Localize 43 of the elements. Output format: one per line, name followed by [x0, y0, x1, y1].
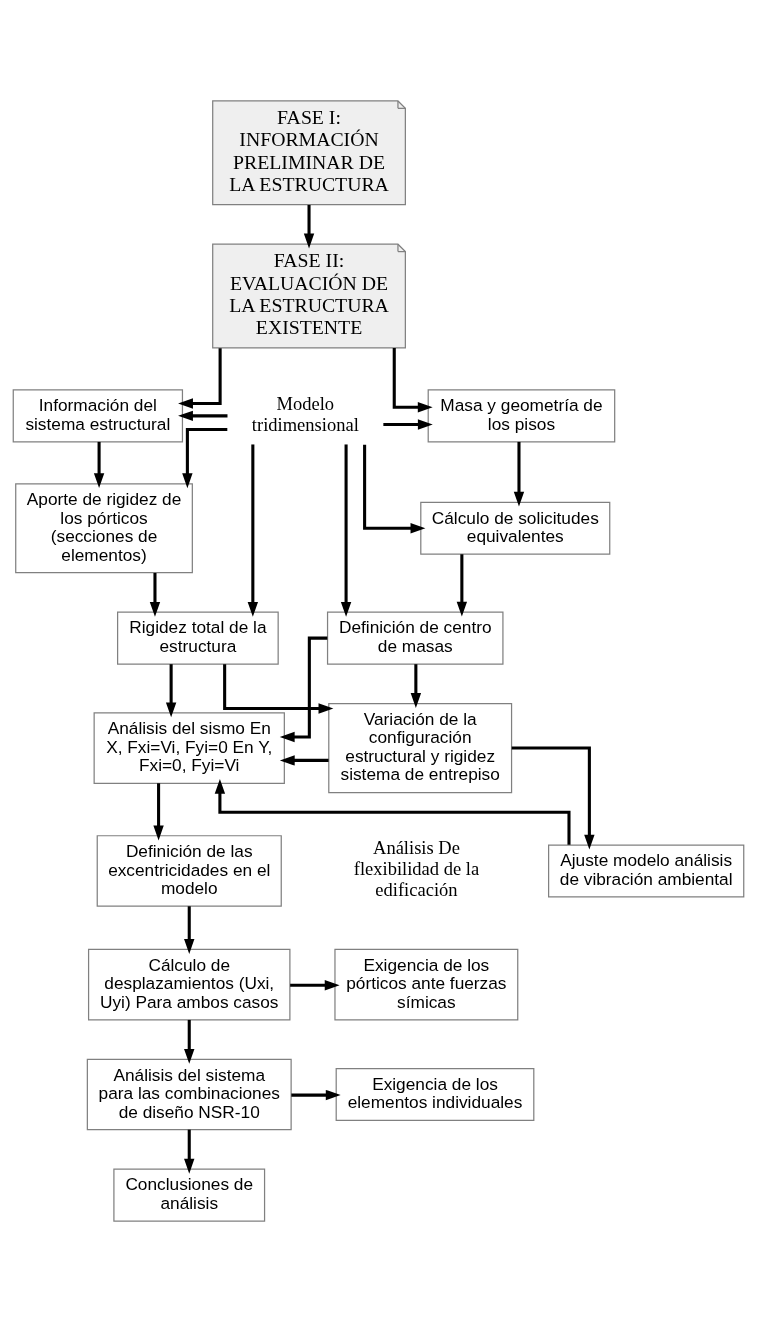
arrow	[223, 664, 334, 714]
arrow	[247, 444, 259, 617]
arrow	[279, 636, 328, 743]
arrow	[279, 755, 329, 766]
arrow	[511, 746, 595, 850]
arrow	[456, 554, 468, 617]
node-box: Definición de centro de masas	[326, 611, 504, 665]
arrow	[153, 783, 164, 841]
node-box: Exigencia de los elementos individuales	[335, 1067, 535, 1122]
node-box: Exigencia de los pórticos ante fuerzas símicas	[334, 948, 519, 1021]
node-text: Modelo tridimensional	[251, 392, 359, 435]
node-box: Variación de la configuración estructural y rigidez sistema de entrepiso	[328, 703, 513, 794]
arrow	[184, 1019, 195, 1064]
arrow	[178, 348, 222, 409]
arrow	[410, 664, 422, 708]
node-box: Información del sistema estructural	[12, 389, 184, 443]
arrow	[290, 979, 340, 991]
node-box: Análisis del sismo En X, Fxi=Vi, Fyi=0 En Y, Fxi=0, Fyi=Vi	[93, 712, 285, 784]
arrow	[182, 427, 228, 489]
node-box: Análisis del sistema para las combinaciones de diseño NSR-10	[86, 1058, 292, 1131]
arrow	[184, 1129, 195, 1174]
arrow	[178, 410, 228, 422]
node-box: Aporte de rigidez de los pórticos (secciones de elementos)	[15, 483, 193, 574]
arrow	[291, 1089, 341, 1101]
arrow	[513, 441, 525, 507]
arrow	[93, 441, 105, 489]
arrow	[340, 444, 352, 617]
arrow	[383, 419, 433, 430]
arrow	[149, 572, 161, 617]
node-box: Rigidez total de la estructura	[117, 611, 279, 665]
arrow	[214, 778, 571, 845]
arrow	[165, 664, 177, 718]
node-box: Cálculo de desplazamientos (Uxi, Uyi) Para ambos casos	[87, 948, 291, 1021]
node-box: Cálculo de solicitudes equivalentes	[420, 501, 611, 555]
arrow	[184, 906, 195, 954]
node-box: Masa y geometría de los pisos	[427, 389, 616, 443]
node-box: Conclusiones de análisis	[113, 1168, 266, 1222]
node-box: Ajuste modelo análisis de vibración ambiental	[548, 844, 745, 898]
arrow	[303, 204, 315, 249]
arrow	[363, 444, 426, 534]
arrow	[392, 348, 433, 413]
node-box: Definición de las excentricidades en el modelo	[96, 835, 282, 907]
label: Análisis De flexibilidad de la edificación	[353, 837, 480, 901]
